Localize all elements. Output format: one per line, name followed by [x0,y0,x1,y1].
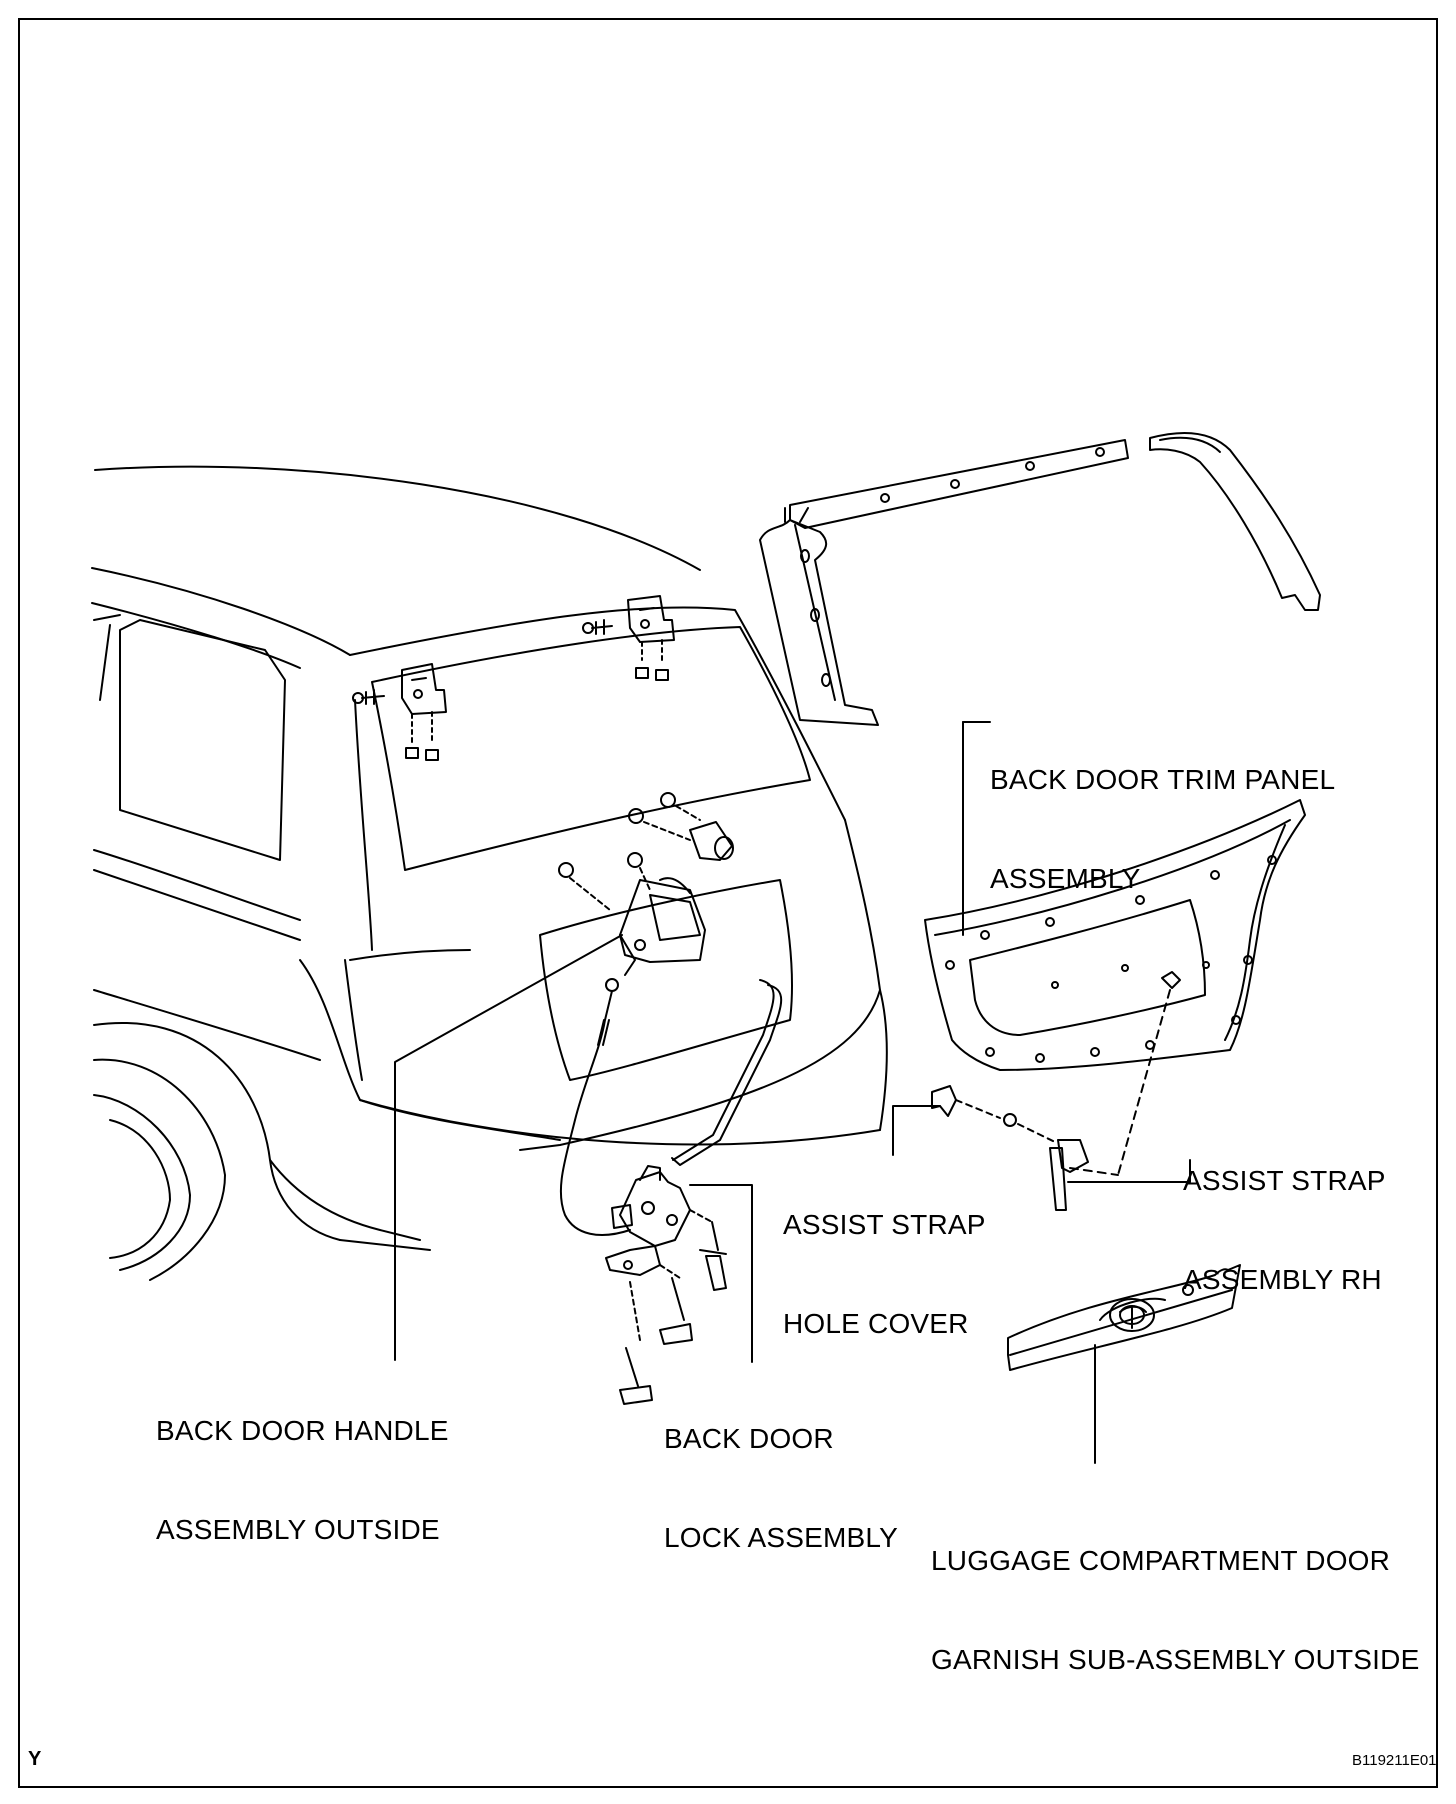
label-line: BACK DOOR TRIM PANEL [990,764,1336,795]
label-line: GARNISH SUB-ASSEMBLY OUTSIDE [931,1644,1420,1675]
assist-strap-assembly-rh-part [1003,1113,1119,1211]
label-back-door-trim-panel-assembly: BACK DOOR TRIM PANEL ASSEMBLY [990,697,1335,928]
leader-lock [689,1184,753,1363]
back-door-lock-assembly [605,1165,727,1405]
back-door-hinge-right [582,595,675,681]
vehicle-body [91,465,888,1281]
back-door-upper-trim-pieces [759,432,1321,726]
leader-handle [394,934,623,1361]
diagram-frame [18,18,1438,1788]
label-line: ASSIST STRAP [783,1209,986,1240]
figure-code: B119211E01 [1352,1752,1437,1769]
label-back-door-lock-assembly: BACK DOOR LOCK ASSEMBLY [664,1356,898,1587]
label-assist-strap-assembly-rh: ASSIST STRAP ASSEMBLY RH [1183,1098,1386,1329]
leader-assist-strap-rh [1067,1159,1191,1183]
label-luggage-compartment-door-garnish: LUGGAGE COMPARTMENT DOOR GARNISH SUB-ASS… [931,1478,1419,1709]
stay-bracket-with-bolts [628,792,734,861]
back-door-hinge-left [352,663,447,761]
label-line: LOCK ASSEMBLY [664,1522,898,1553]
label-assist-strap-hole-cover: ASSIST STRAP HOLE COVER [783,1142,986,1373]
leader-lines [394,721,1191,1464]
label-line: ASSEMBLY RH [1183,1264,1382,1295]
label-back-door-handle-assembly-outside: BACK DOOR HANDLE ASSEMBLY OUTSIDE [156,1348,449,1579]
back-door-trim-panel-assembly [924,799,1306,1176]
leader-hole-cover [892,1105,941,1156]
assist-strap-hole-cover-part [931,1085,1001,1119]
label-line: BACK DOOR HANDLE [156,1415,449,1446]
label-line: ASSEMBLY [990,863,1141,894]
label-line: HOLE COVER [783,1308,969,1339]
label-line: BACK DOOR [664,1423,834,1454]
corner-mark: Y [28,1748,42,1770]
label-line: LUGGAGE COMPARTMENT DOOR [931,1545,1391,1576]
lock-cable-and-rod [559,978,783,1236]
label-line: ASSIST STRAP [1183,1165,1386,1196]
luggage-compartment-door-garnish [1007,1264,1241,1371]
back-door-handle-assembly-outside [558,852,706,976]
label-line: ASSEMBLY OUTSIDE [156,1514,440,1545]
